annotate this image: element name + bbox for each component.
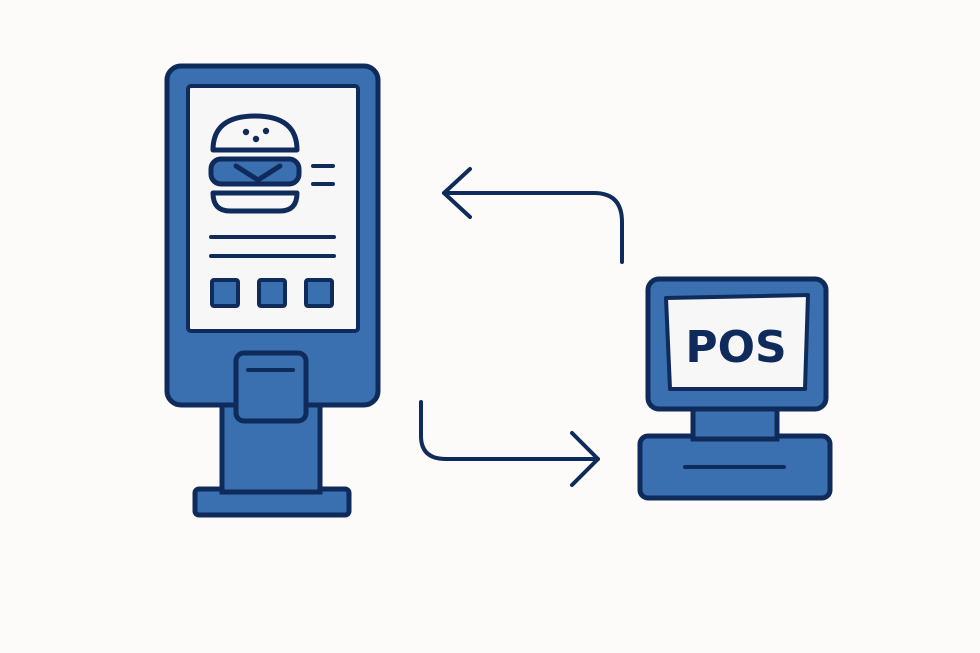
arrow-to-pos — [419, 400, 600, 487]
arrow-right-head — [570, 431, 600, 487]
menu-button — [210, 278, 240, 308]
burger-icon — [208, 113, 302, 214]
menu-button — [257, 278, 287, 308]
pos-screen — [664, 293, 810, 391]
menu-button — [304, 278, 334, 308]
arrow-to-kiosk — [442, 167, 624, 264]
arrow-left-head — [442, 167, 472, 219]
kiosk-card-reader — [233, 350, 309, 424]
pos-terminal: POS — [637, 276, 833, 501]
pos-label: POS — [685, 322, 786, 373]
self-order-kiosk — [164, 63, 381, 518]
